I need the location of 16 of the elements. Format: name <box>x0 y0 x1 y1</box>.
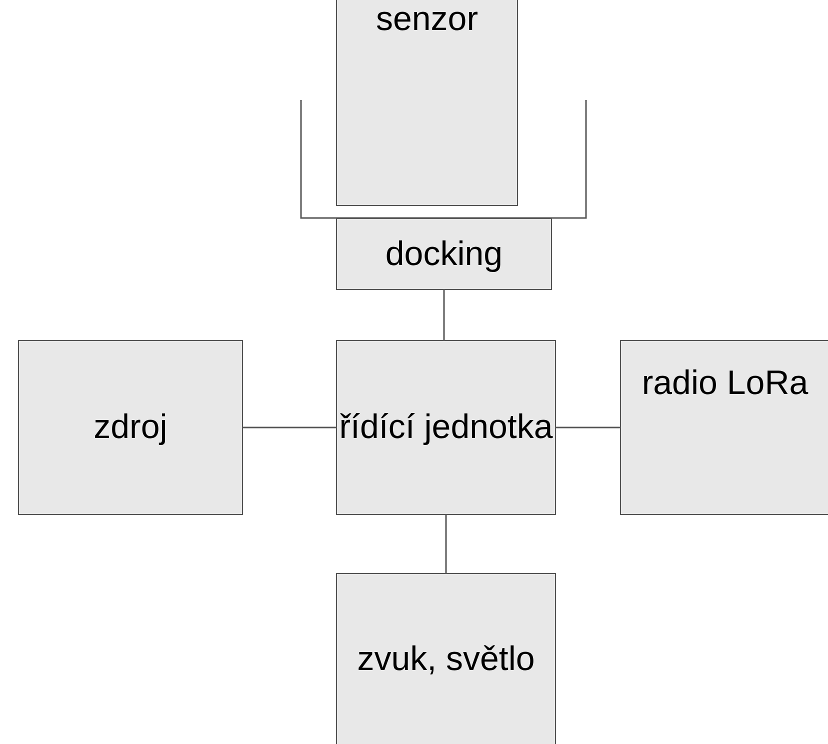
connector-line <box>243 426 336 428</box>
connector-line <box>445 515 447 573</box>
connector-line <box>556 426 620 428</box>
block-box <box>336 218 552 290</box>
block-label: radio LoRa <box>642 363 808 404</box>
block-label: docking <box>385 234 503 274</box>
connector-line <box>443 290 445 340</box>
block-label: zvuk, světlo <box>357 639 535 680</box>
block-box <box>336 340 556 515</box>
block-box <box>18 340 243 515</box>
block-box <box>620 340 828 515</box>
block-box <box>336 573 556 744</box>
block-label: zdroj <box>94 407 168 448</box>
block-label: senzor <box>376 0 478 40</box>
block-label: řídící jednotka <box>339 407 553 448</box>
block-box <box>336 0 518 206</box>
